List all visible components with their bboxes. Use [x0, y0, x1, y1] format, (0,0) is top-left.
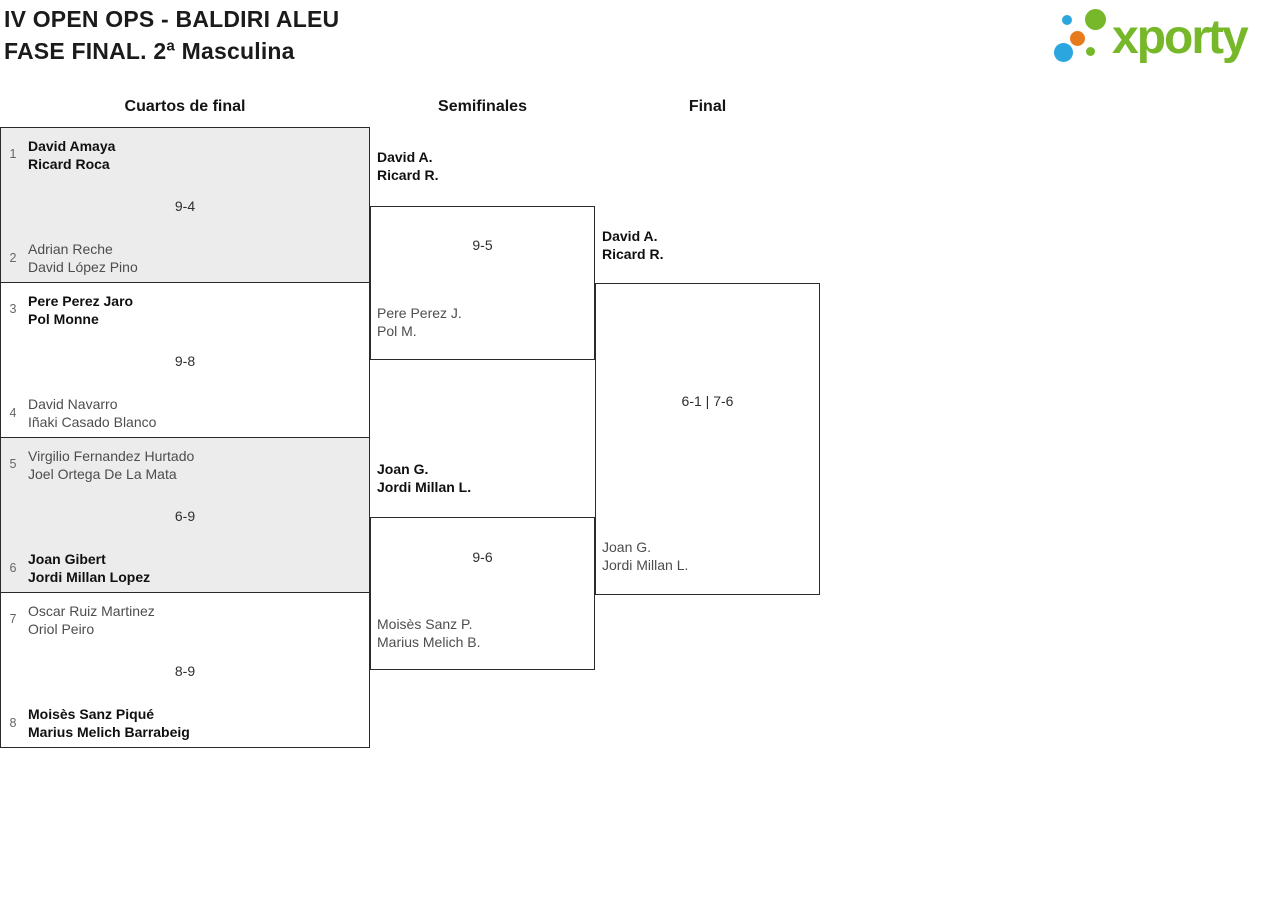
logo-dot-icon: [1070, 31, 1085, 46]
round-header-final: Final: [688, 98, 727, 115]
player-name: David A.: [377, 149, 433, 165]
team-pair: Pere Perez Jaro Pol Monne: [28, 292, 133, 328]
seed-number: 2: [9, 251, 17, 265]
xporty-logo[interactable]: xporty: [1050, 0, 1276, 72]
player-name: Oriol Peiro: [28, 621, 95, 637]
player-name: David Amaya: [28, 138, 116, 154]
round-header-semifinals: Semifinales: [438, 98, 527, 115]
team-pair: Adrian Reche David López Pino: [28, 240, 138, 276]
player-name: Marius Melich B.: [377, 634, 481, 650]
player-name: Jordi Millan L.: [602, 557, 689, 573]
seed-number: 5: [9, 457, 17, 471]
final-box: [595, 283, 820, 595]
player-name: Moisès Sanz P.: [377, 616, 473, 632]
player-name: Oscar Ruiz Martinez: [28, 603, 155, 619]
tournament-name: IV OPEN OPS - BALDIRI ALEU: [4, 6, 340, 32]
semifinal-1-box: [370, 206, 595, 360]
player-name: Ricard Roca: [28, 156, 110, 172]
match-score: 9-6: [472, 549, 493, 565]
match-score: 9-5: [472, 237, 493, 253]
logo-wordmark: xporty: [1112, 11, 1249, 64]
team-pair: Oscar Ruiz Martinez Oriol Peiro: [28, 602, 155, 638]
match-score: 6-1 | 7-6: [681, 393, 734, 409]
player-name: Jordi Millan Lopez: [28, 569, 151, 585]
player-name: Ricard R.: [602, 246, 664, 262]
player-name: Pere Perez J.: [377, 305, 462, 321]
team-pair: David Navarro Iñaki Casado Blanco: [28, 395, 156, 431]
player-name: Ricard R.: [377, 167, 439, 183]
seed-number: 4: [9, 406, 17, 420]
seed-number: 6: [9, 561, 17, 575]
player-name: Moisès Sanz Piqué: [28, 706, 155, 722]
player-name: David A.: [602, 228, 658, 244]
team-pair: Joan Gibert Jordi Millan Lopez: [28, 550, 150, 586]
semifinal-2-box: [370, 517, 595, 670]
team-pair: Moisès Sanz Piqué Marius Melich Barrabei…: [28, 705, 190, 741]
match-score: 9-8: [174, 353, 196, 369]
logo-dot-icon: [1054, 43, 1073, 62]
seed-number: 7: [9, 612, 17, 626]
match-score: 6-9: [174, 508, 196, 524]
page-title: IV OPEN OPS - BALDIRI ALEU FASE FINAL. 2…: [4, 3, 339, 67]
player-name: Virgilio Fernandez Hurtado: [28, 448, 195, 464]
player-name: David López Pino: [28, 259, 138, 275]
player-name: Iñaki Casado Blanco: [28, 414, 157, 430]
seed-number: 8: [9, 716, 17, 730]
seed-number: 1: [9, 147, 17, 161]
round-header-quarterfinals: Cuartos de final: [124, 98, 246, 115]
player-name: Joel Ortega De La Mata: [28, 466, 177, 482]
player-name: Pol M.: [377, 323, 417, 339]
team-pair: David A. Ricard R.: [602, 227, 663, 263]
team-pair: Joan G. Jordi Millan L.: [602, 538, 688, 574]
team-pair: David A. Ricard R.: [377, 148, 438, 184]
player-name: Joan Gibert: [28, 551, 106, 567]
player-name: Marius Melich Barrabeig: [28, 724, 190, 740]
player-name: Pol Monne: [28, 311, 99, 327]
quarterfinal-match-1: 1 David Amaya Ricard Roca 9-4 Adrian Rec…: [1, 128, 369, 282]
player-name: David Navarro: [28, 396, 118, 412]
quarterfinal-match-4: 7 Oscar Ruiz Martinez Oriol Peiro 8-9 Mo…: [1, 592, 369, 747]
seed-number: 3: [9, 302, 17, 316]
logo-dot-icon: [1062, 15, 1072, 25]
phase-category: FASE FINAL. 2ª Masculina: [4, 38, 295, 64]
team-pair: Joan G. Jordi Millan L.: [377, 460, 471, 496]
team-pair: Pere Perez J. Pol M.: [377, 304, 462, 340]
player-name: Jordi Millan L.: [377, 479, 472, 495]
match-score: 8-9: [174, 663, 196, 679]
team-pair: David Amaya Ricard Roca: [28, 137, 115, 173]
player-name: Joan G.: [377, 461, 429, 477]
logo-dot-icon: [1085, 9, 1106, 30]
player-name: Pere Perez Jaro: [28, 293, 134, 309]
team-pair: Virgilio Fernandez Hurtado Joel Ortega D…: [28, 447, 194, 483]
player-name: Joan G.: [602, 539, 652, 555]
player-name: Adrian Reche: [28, 241, 113, 257]
quarterfinal-match-3: 5 Virgilio Fernandez Hurtado Joel Ortega…: [1, 437, 369, 592]
quarterfinals-column: 1 David Amaya Ricard Roca 9-4 Adrian Rec…: [0, 127, 370, 748]
match-score: 9-4: [174, 198, 196, 214]
logo-dot-icon: [1086, 47, 1095, 56]
team-pair: Moisès Sanz P. Marius Melich B.: [377, 615, 480, 651]
quarterfinal-match-2: 3 Pere Perez Jaro Pol Monne 9-8 David Na…: [1, 282, 369, 437]
